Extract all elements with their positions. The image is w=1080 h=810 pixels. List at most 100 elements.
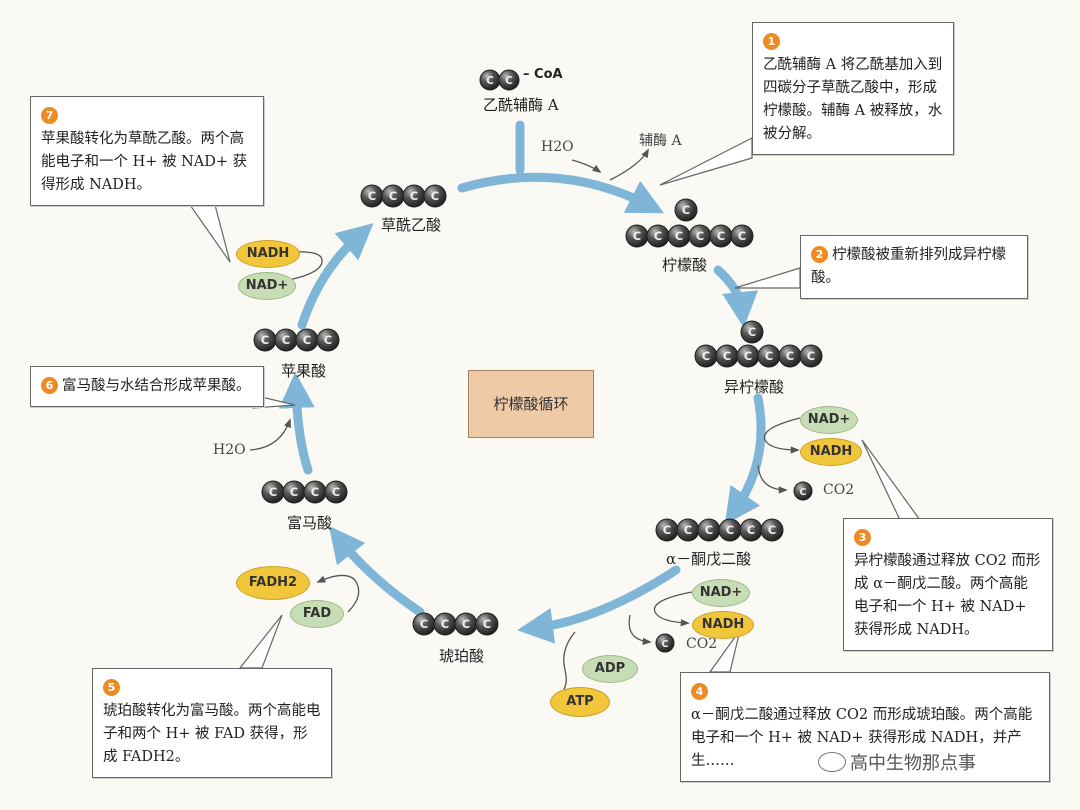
succinate-label: 琥珀酸 [439, 647, 485, 665]
carbon-letter: C [505, 75, 513, 87]
h2o-left-arrow [249, 418, 291, 451]
acetyl-carbon [498, 69, 520, 91]
callout-5-text: 琥珀酸转化为富马酸。两个高能电子和两个 H+ 被 FAD 获得，形成 FADH2… [103, 703, 321, 765]
succinate-carbon [475, 612, 499, 636]
step-number-2: 2 [811, 246, 828, 263]
carbon-letter: C [431, 189, 439, 203]
carbon-letter: C [807, 349, 815, 363]
nadh-pill-3: NADH [800, 438, 862, 466]
isocitrate-carbon [740, 320, 764, 344]
callout-5: 5 琥珀酸转化为富马酸。两个高能电子和两个 H+ 被 FAD 获得，形成 FAD… [92, 668, 332, 778]
carbon-letter: C [311, 485, 319, 499]
side-arrows [249, 148, 801, 699]
carbon-letter: C [486, 75, 494, 87]
h2o-in-arrow [571, 159, 602, 174]
callout-3: 3 异柠檬酸通过释放 CO2 而形成 α－酮戊二酸。两个高能电子和一个 H+ 被… [843, 518, 1053, 651]
oxaloacetate-carbon [423, 184, 447, 208]
carbon-letter: C [768, 523, 776, 537]
carbon-letter: C [483, 617, 491, 631]
step-number-1: 1 [763, 33, 780, 50]
coenzyme-a-label: 辅酶 A [639, 133, 682, 149]
arrow-succinate-to-fumarate [328, 525, 425, 617]
carbon-letter: C [633, 229, 641, 243]
step-number-3: 3 [854, 529, 871, 546]
coa-text: CoA [534, 67, 563, 82]
callout-3-text: 异柠檬酸通过释放 CO2 而形成 α－酮戊二酸。两个高能电子和一个 H+ 被 N… [854, 553, 1041, 638]
carbon-letter: C [303, 333, 311, 347]
coa-label: – CoA [523, 67, 563, 82]
carbon-letter: C [269, 485, 277, 499]
adp-pill: ADP [582, 655, 638, 683]
watermark-text: 高中生物那点事 [850, 753, 976, 774]
callout-1: 1 乙酰辅酶 A 将乙酰基加入到四碳分子草酰乙酸中，形成柠檬酸。辅酶 A 被释放… [752, 22, 954, 155]
arrow-akg-to-succinate [517, 565, 681, 644]
step-number-4: 4 [691, 683, 708, 700]
carbon-letter: C [368, 189, 376, 203]
carbon-letter: C [786, 349, 794, 363]
callout-pointers [188, 137, 922, 673]
carbon-letter: C [682, 203, 690, 217]
step-number-7: 7 [41, 107, 58, 124]
nad-plus-pill-4: NAD+ [692, 579, 750, 607]
carbon-letter: C [441, 617, 449, 631]
callout-7-text: 苹果酸转化为草酰乙酸。两个高能电子和一个 H+ 被 NAD+ 获得形成 NADH… [41, 131, 248, 193]
wechat-icon [818, 752, 846, 772]
arrow-malate-to-oxaloacetate [297, 223, 374, 330]
citrate-carbon [730, 224, 754, 248]
nadh-pill-4: NADH [692, 611, 754, 639]
callout-6-text: 富马酸与水结合形成苹果酸。 [62, 378, 251, 394]
h2o-top-label: H2O [541, 139, 574, 155]
nad-plus-pill-3: NAD+ [800, 406, 858, 434]
acetyl-coa-label: 乙酰辅酶 A [483, 96, 559, 114]
callout-2-text: 柠檬酸被重新排列成异柠檬酸。 [811, 247, 1006, 286]
h2o-left-label: H2O [213, 442, 246, 458]
carbon-letter: C [675, 229, 683, 243]
arrow-fumarate-to-malate [278, 372, 315, 475]
carbon-letter: C [684, 523, 692, 537]
fumarate-carbon [324, 480, 348, 504]
carbon-letter: C [726, 523, 734, 537]
alpha-kg-carbon [760, 518, 784, 542]
co2-carbon [793, 481, 813, 501]
isocitrate-label: 异柠檬酸 [724, 378, 785, 396]
watermark: 高中生物那点事 [818, 749, 976, 775]
oxaloacetate-label: 草酰乙酸 [381, 216, 442, 234]
fad-fadh2-arrow [316, 574, 360, 613]
carbon-letter: C [765, 349, 773, 363]
malate-label: 苹果酸 [281, 362, 327, 380]
carbon-letter: C [324, 333, 332, 347]
malate-carbon [316, 328, 340, 352]
fad-pill: FAD [290, 600, 344, 628]
carbon-letter: C [261, 333, 269, 347]
carbon-letter: C [738, 229, 746, 243]
callout-7: 7 苹果酸转化为草酰乙酸。两个高能电子和一个 H+ 被 NAD+ 获得形成 NA… [30, 96, 264, 206]
step-number-6: 6 [41, 377, 58, 394]
center-label: 柠檬酸循环 [468, 370, 594, 438]
callout-4-text: α－酮戊二酸通过释放 CO2 而形成琥珀酸。两个高能电子和一个 H+ 被 NAD… [691, 707, 1033, 769]
nadh-arrow-7 [277, 247, 323, 283]
callout-4: 4 α－酮戊二酸通过释放 CO2 而形成琥珀酸。两个高能电子和一个 H+ 被 N… [680, 672, 1050, 782]
arrow-isocitrate-to-akg [724, 393, 766, 525]
nad-plus-pill-7: NAD+ [238, 272, 296, 300]
carbon-letter: C [420, 617, 428, 631]
nad-nadh-arrow-4 [653, 591, 693, 627]
carbon-letter: C [696, 229, 704, 243]
citrate-carbon [674, 198, 698, 222]
carbon-letter: C [389, 189, 397, 203]
atp-pill: ATP [550, 687, 610, 717]
fumarate-label: 富马酸 [287, 514, 333, 532]
co2-label-4: CO2 [686, 636, 718, 652]
carbon-letter: C [282, 333, 290, 347]
arrow-oxaloacetate-to-citrate [457, 172, 665, 214]
citrate-label: 柠檬酸 [662, 256, 708, 274]
carbon-letter: C [654, 229, 662, 243]
fadh2-pill: FADH2 [236, 566, 310, 600]
carbon-letter: C [663, 523, 671, 537]
carbon-letter: C [747, 523, 755, 537]
co2-label-3: CO2 [823, 482, 855, 498]
carbon-letter: C [662, 639, 669, 650]
